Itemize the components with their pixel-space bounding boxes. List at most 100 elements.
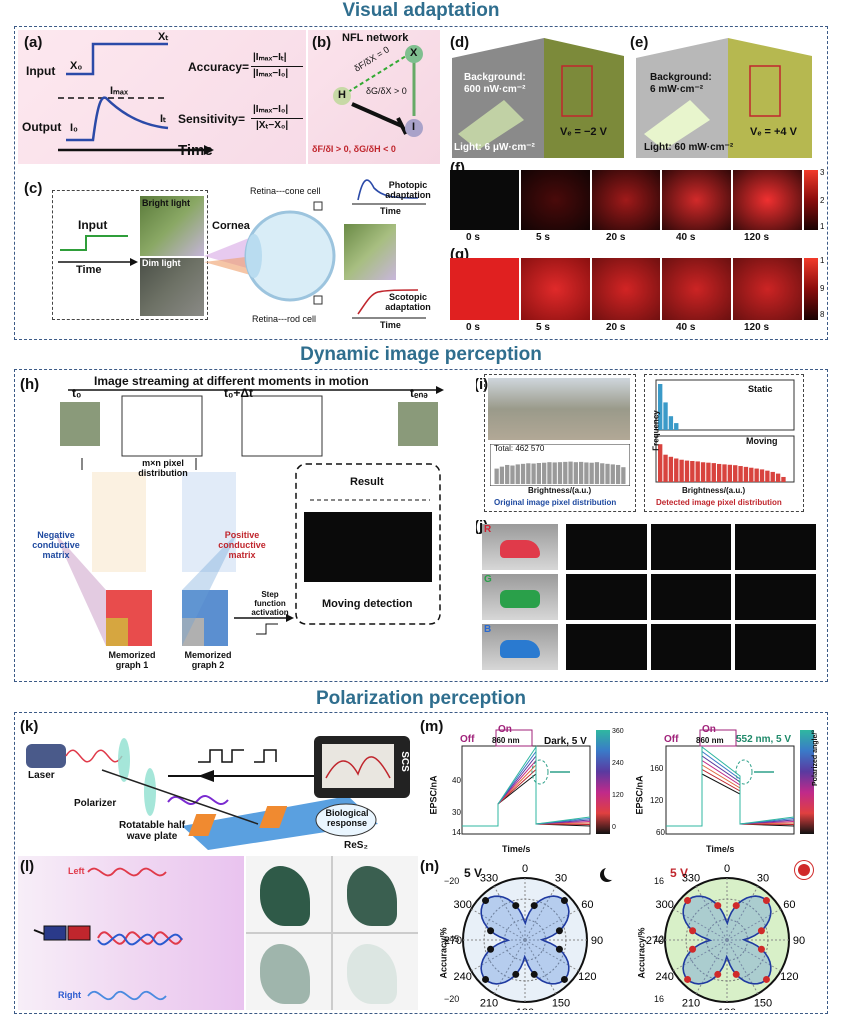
detection-r-2: [650, 524, 732, 570]
panel-k-laser: Laser: [28, 770, 55, 781]
panel-b-eq2: δG/δX > 0: [366, 86, 407, 96]
panel-l-left: Left: [68, 866, 85, 876]
tree-shape-4: [347, 944, 397, 1004]
section-frame-visual: [14, 26, 828, 340]
panel-c-dim: Dim light: [142, 258, 181, 268]
panel-b-title: NFL network: [342, 32, 409, 44]
panel-a-i0: I₀: [70, 122, 79, 134]
n-right-angle-label: 150: [754, 997, 772, 1009]
panel-m-xlabel-1: Time/s: [502, 844, 531, 854]
panel-a-accuracy-line: [251, 66, 303, 67]
n-right-angle-label: 300: [655, 899, 673, 911]
panel-f-frames: [450, 170, 802, 230]
frame-g-120: [733, 258, 802, 320]
panel-h-result: Result: [350, 476, 384, 488]
frame-f-5: [520, 170, 590, 230]
panel-m-cbar-120: 120: [612, 792, 624, 799]
panel-n-left-tick-0: −20: [444, 876, 460, 886]
panel-b-node-i: I: [412, 121, 416, 133]
panel-e-background: Background:: [650, 72, 712, 83]
panel-i-total: Total: 462 570: [494, 444, 545, 453]
panel-c-time-scotopic: Time: [380, 320, 401, 330]
panel-a-sensitivity-label: Sensitivity=: [178, 112, 246, 126]
panel-m-y1-tick-2: 14: [452, 828, 461, 837]
frame-g-20: [591, 258, 661, 320]
n-left-point: [560, 897, 568, 905]
tree-image-4: [333, 934, 418, 1010]
n-right-angle-label: 0: [724, 863, 730, 875]
n-right-angle-label: 210: [682, 997, 700, 1009]
panel-h-title: Image streaming at different moments in …: [94, 374, 369, 388]
panel-a-sensitivity-den: |Xₜ−X₀|: [256, 120, 289, 131]
hist-moving-bar: [738, 466, 743, 482]
panel-i-caption-right: Detected image pixel distribution: [656, 498, 782, 507]
panel-h-mxn: m×n pixel distribution: [138, 458, 188, 478]
panel-m-y2-tick-2: 60: [656, 828, 665, 837]
m-left-trace: [462, 754, 591, 827]
hist-moving-bar: [749, 467, 754, 482]
detection-r-1: [566, 524, 647, 570]
panel-a-it: Iₜ: [160, 113, 167, 125]
frame-f-0: [450, 170, 519, 230]
panel-g-cbar-tick-2: 80: [820, 310, 824, 319]
n-right-point: [732, 970, 740, 978]
panel-c-eye: [204, 179, 426, 319]
panel-a-xt: Xₜ: [158, 31, 169, 43]
m-left-highlight: [531, 759, 549, 785]
street-scene-image: [488, 378, 630, 440]
hist-orig-bar: [594, 462, 600, 484]
frame-f-120: [733, 170, 802, 230]
hist-moving-bar: [690, 461, 695, 482]
panel-g-frames: [450, 258, 802, 320]
hist-orig-bar: [515, 464, 520, 484]
n-left-point: [512, 970, 520, 978]
section-title-polarization: Polarization perception: [315, 688, 527, 709]
panel-k-label: (k): [20, 718, 39, 735]
panel-j-row-r: R: [484, 524, 492, 535]
n-right-point: [757, 945, 765, 953]
hist-orig-bar: [531, 463, 536, 484]
panel-f-time-2: 20 s: [606, 232, 626, 243]
hist-moving-bar: [770, 471, 775, 482]
panel-h-t0: t₀: [72, 386, 82, 400]
hist-moving-bar: [716, 463, 722, 482]
n-left-point: [482, 897, 490, 905]
frame-g-40: [662, 258, 732, 320]
panel-m-wl-1: 860 nm: [492, 736, 520, 745]
panel-j-row-b: B: [484, 624, 492, 635]
panel-h-pos: Positive conductive matrix: [218, 530, 266, 560]
panel-k-response: Biological response: [325, 808, 369, 828]
panel-h-tmid: t₀+Δt: [224, 386, 254, 400]
panel-c-time-photopic: Time: [380, 206, 401, 216]
hist-moving-bar: [775, 473, 781, 482]
hist-orig-bar: [510, 465, 515, 484]
n-right-angle-label: 330: [682, 873, 700, 885]
m-left-trace: [462, 759, 591, 827]
panel-b: (b) NFL network X H I δF/δX = 0 δG/δX > …: [308, 30, 440, 164]
hist-moving-bar: [706, 462, 711, 482]
section-frame-polarization: [14, 712, 828, 1014]
hist-moving-bar: [668, 456, 674, 482]
panel-f-time-4: 120 s: [744, 232, 770, 243]
hist-moving-bar: [658, 444, 663, 482]
section-title-visual: Visual adaptation: [342, 0, 500, 21]
panel-a-output: Output: [22, 120, 62, 134]
panel-l-glasses: [33, 867, 183, 1000]
m-left-on-box: [495, 729, 533, 747]
panel-n-right-polar: 0306090120150180210240270300330: [646, 863, 805, 1010]
n-right-angle-label: 180: [718, 1007, 736, 1010]
panel-c-cornea: Cornea: [212, 220, 250, 232]
panel-l-tree-images: [246, 856, 418, 1010]
panel-m-off-2: Off: [664, 734, 679, 745]
panel-h-moving: Moving detection: [322, 598, 413, 610]
panel-m-ylabel-1: EPSC/nA: [428, 775, 439, 815]
histogram-moving: [655, 435, 795, 483]
n-right-point: [684, 897, 692, 905]
panel-d-background: Background:: [464, 72, 526, 83]
panel-i-label: (i): [476, 376, 489, 393]
m-left-trace: [462, 763, 591, 827]
detection-g-2: [650, 574, 732, 620]
panel-m-colorbar-2: [800, 730, 814, 834]
n-right-point: [689, 945, 697, 953]
car-green-shape: [500, 590, 540, 608]
